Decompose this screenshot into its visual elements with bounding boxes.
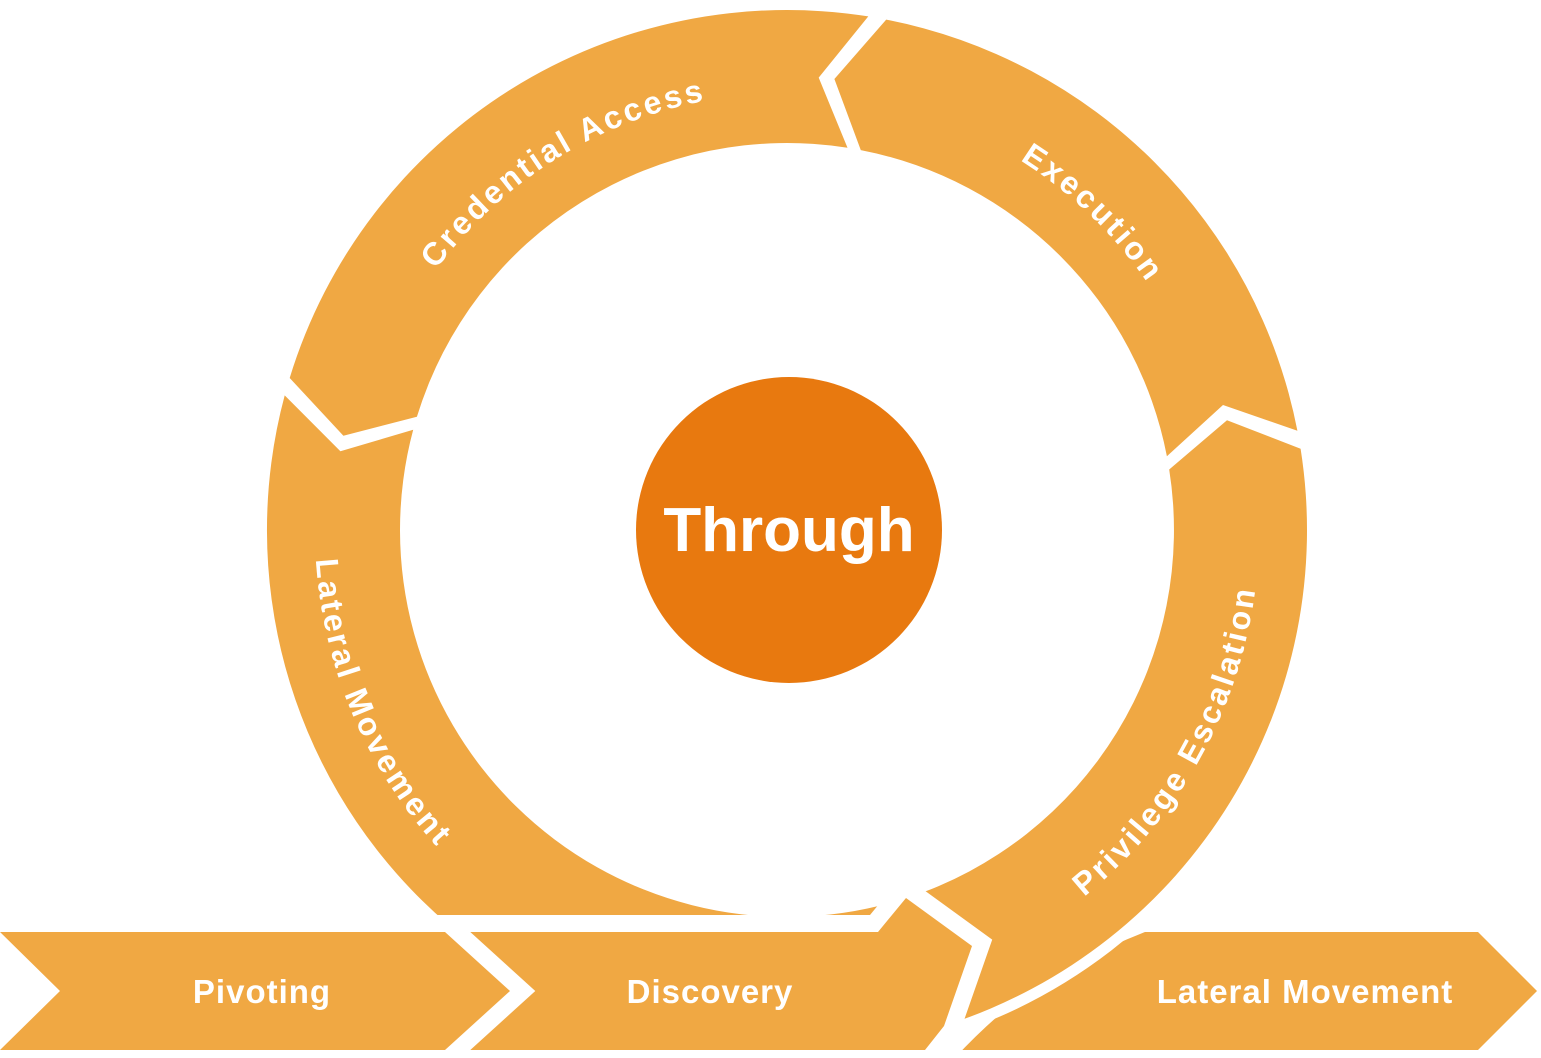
band-label-discovery: Discovery (627, 973, 794, 1010)
arc-segment-credential-access (289, 10, 869, 436)
chevron-arrow-lateral-movement (960, 932, 1537, 1050)
band-label-lateral-movement: Lateral Movement (1157, 973, 1454, 1010)
arc-segment-lateral-movement (266, 395, 950, 1051)
band-label-pivoting: Pivoting (193, 973, 331, 1010)
arc-segment-privilege-escalation (906, 420, 1308, 1025)
chevron-arrow-discovery (458, 898, 972, 1050)
center-label: Through (663, 496, 914, 565)
center-circle (636, 377, 942, 683)
chevron-arrow-pivoting (0, 932, 510, 1050)
arc-segment-execution (834, 19, 1298, 457)
